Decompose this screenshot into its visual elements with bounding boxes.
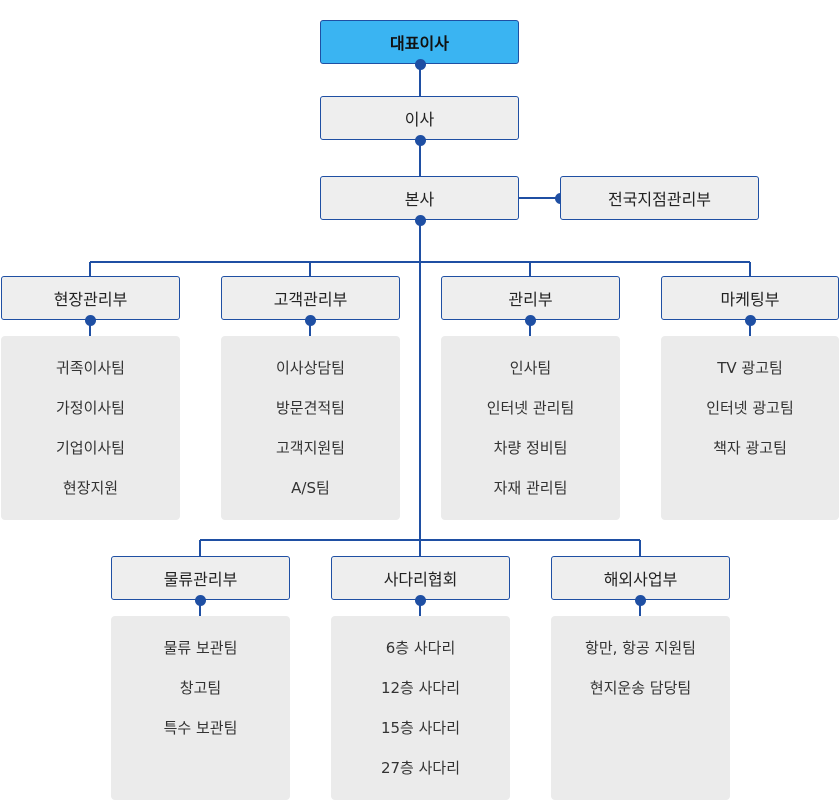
dept-panel-1: 귀족이사팀 가정이사팀 기업이사팀 현장지원 [1,336,180,520]
dept-panel-7: 항만, 항공 지원팀 현지운송 담당팀 [551,616,730,800]
connector-dot [635,595,646,606]
connector-dot [305,315,316,326]
dept-panel-6: 6층 사다리 12층 사다리 15층 사다리 27층 사다리 [331,616,510,800]
team-item: 15층 사다리 [380,719,461,737]
connector-dot [415,595,426,606]
director-box: 이사 [320,96,519,140]
team-item: 인터넷 광고팀 [706,399,794,417]
team-item: A/S팀 [291,479,330,497]
dept-label: 현장관리부 [53,290,128,309]
dept-label: 해외사업부 [603,570,678,589]
team-item: 물류 보관팀 [163,639,238,657]
team-item: 귀족이사팀 [55,359,125,377]
connector-dot [525,315,536,326]
team-item: 특수 보관팀 [163,719,238,737]
connector-dot [415,215,426,226]
connector-dot [85,315,96,326]
dept-panel-3: 인사팀 인터넷 관리팀 차량 정비팀 자재 관리팀 [441,336,620,520]
dept-label: 마케팅부 [720,290,780,309]
team-item: 자재 관리팀 [493,479,568,497]
connector-dot [195,595,206,606]
ceo-label: 대표이사 [390,34,449,53]
dept-box-2: 고객관리부 [221,276,400,320]
team-item: 이사상담팀 [275,359,345,377]
dept-label: 고객관리부 [273,290,348,309]
connector-dot [745,315,756,326]
dept-box-5: 물류관리부 [111,556,290,600]
team-item: 고객지원팀 [275,439,345,457]
connector-dot [415,135,426,146]
hq-label: 본사 [404,190,435,209]
dept-label: 사다리협회 [383,570,458,589]
team-item: 현장지원 [62,479,119,497]
dept-box-4: 마케팅부 [661,276,839,320]
branch-label: 전국지점관리부 [607,190,712,209]
team-item: 항만, 항공 지원팀 [585,639,696,657]
team-item: 기업이사팀 [55,439,125,457]
dept-panel-5: 물류 보관팀 창고팀 특수 보관팀 [111,616,290,800]
hq-box: 본사 [320,176,519,220]
team-item: 방문견적팀 [275,399,345,417]
connector-dot [415,59,426,70]
dept-box-1: 현장관리부 [1,276,180,320]
team-item: 인터넷 관리팀 [486,399,575,417]
team-item: 책자 광고팀 [713,439,787,457]
team-item: 6층 사다리 [385,639,456,657]
dept-label: 관리부 [508,290,553,309]
dept-label: 물류관리부 [163,570,238,589]
dept-box-3: 관리부 [441,276,620,320]
team-item: TV 광고팀 [717,359,783,377]
director-label: 이사 [404,110,435,129]
team-item: 인사팀 [509,359,552,377]
dept-panel-2: 이사상담팀 방문견적팀 고객지원팀 A/S팀 [221,336,400,520]
team-item: 창고팀 [179,679,222,697]
ceo-box: 대표이사 [320,20,519,64]
branch-box: 전국지점관리부 [560,176,759,220]
team-item: 현지운송 담당팀 [589,679,692,697]
dept-panel-4: TV 광고팀 인터넷 광고팀 책자 광고팀 [661,336,839,520]
team-item: 차량 정비팀 [493,439,568,457]
dept-box-7: 해외사업부 [551,556,730,600]
team-item: 가정이사팀 [55,399,125,417]
team-item: 27층 사다리 [380,759,461,777]
team-item: 12층 사다리 [380,679,461,697]
dept-box-6: 사다리협회 [331,556,510,600]
